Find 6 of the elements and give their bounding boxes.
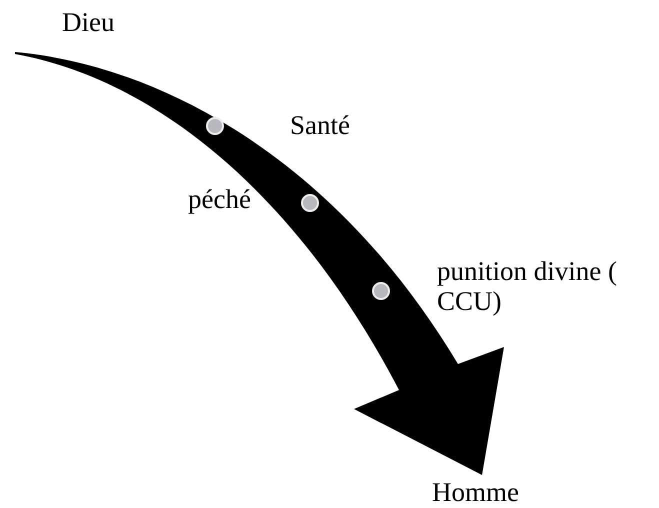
text-label: Santé (290, 111, 350, 141)
node-label: Dieu (10, 8, 122, 50)
text-label: péché (188, 185, 251, 215)
node-label: Homme (432, 478, 519, 508)
text-label: punition divine ( CCU) (437, 257, 618, 316)
curved-arrow (15, 52, 504, 475)
